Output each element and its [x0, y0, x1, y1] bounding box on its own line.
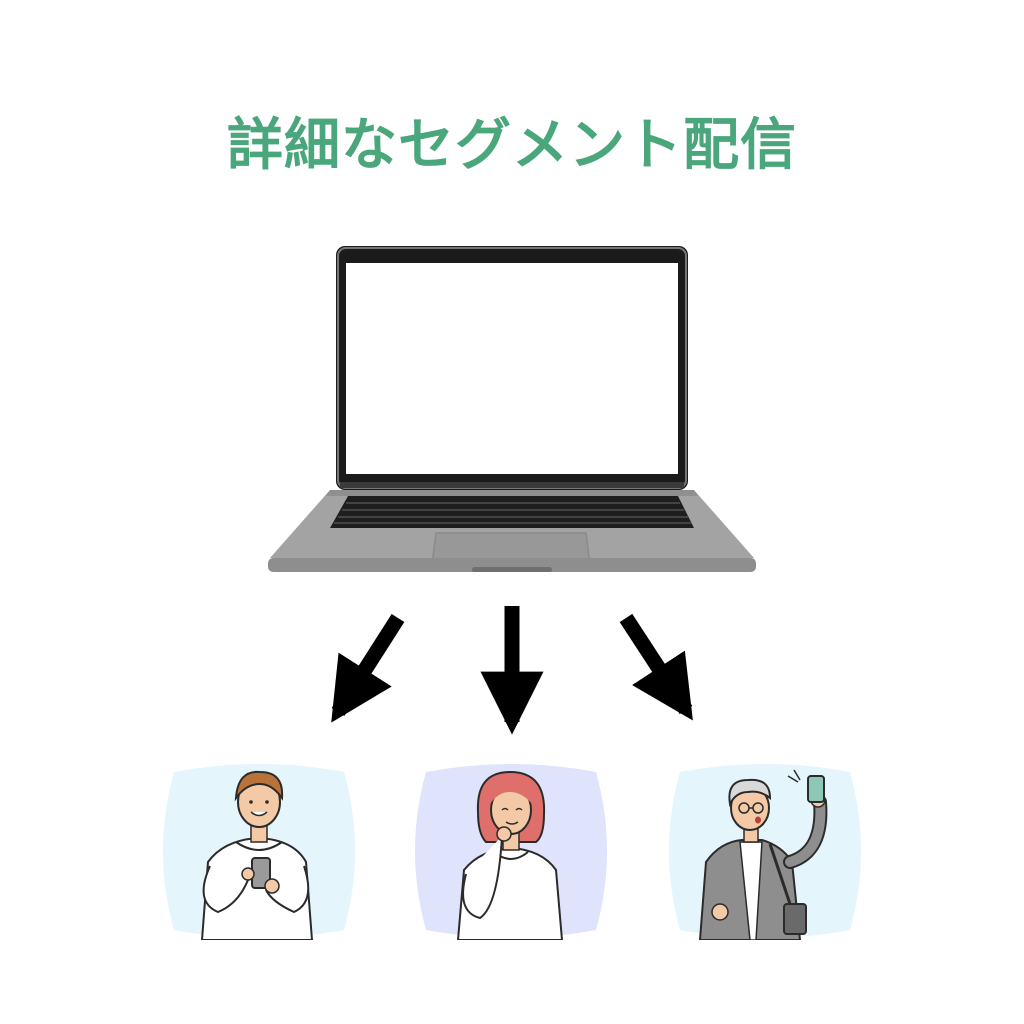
woman-thinking-illustration: [415, 764, 607, 940]
arrow-down-left-icon: [331, 613, 405, 723]
laptop-screen: [346, 263, 678, 474]
keyboard: [330, 496, 694, 528]
laptop-icon: [268, 246, 756, 572]
arrow-group: [331, 606, 693, 735]
senior-man-selfie-illustration: [669, 764, 861, 940]
page-title: 詳細なセグメント配信: [227, 113, 797, 178]
persona-woman: [406, 762, 616, 940]
arrow-down-right-icon: [619, 613, 693, 721]
persona-senior-man: [660, 762, 870, 940]
persona-young-man: [154, 762, 364, 940]
young-man-with-phone-illustration: [163, 764, 355, 940]
